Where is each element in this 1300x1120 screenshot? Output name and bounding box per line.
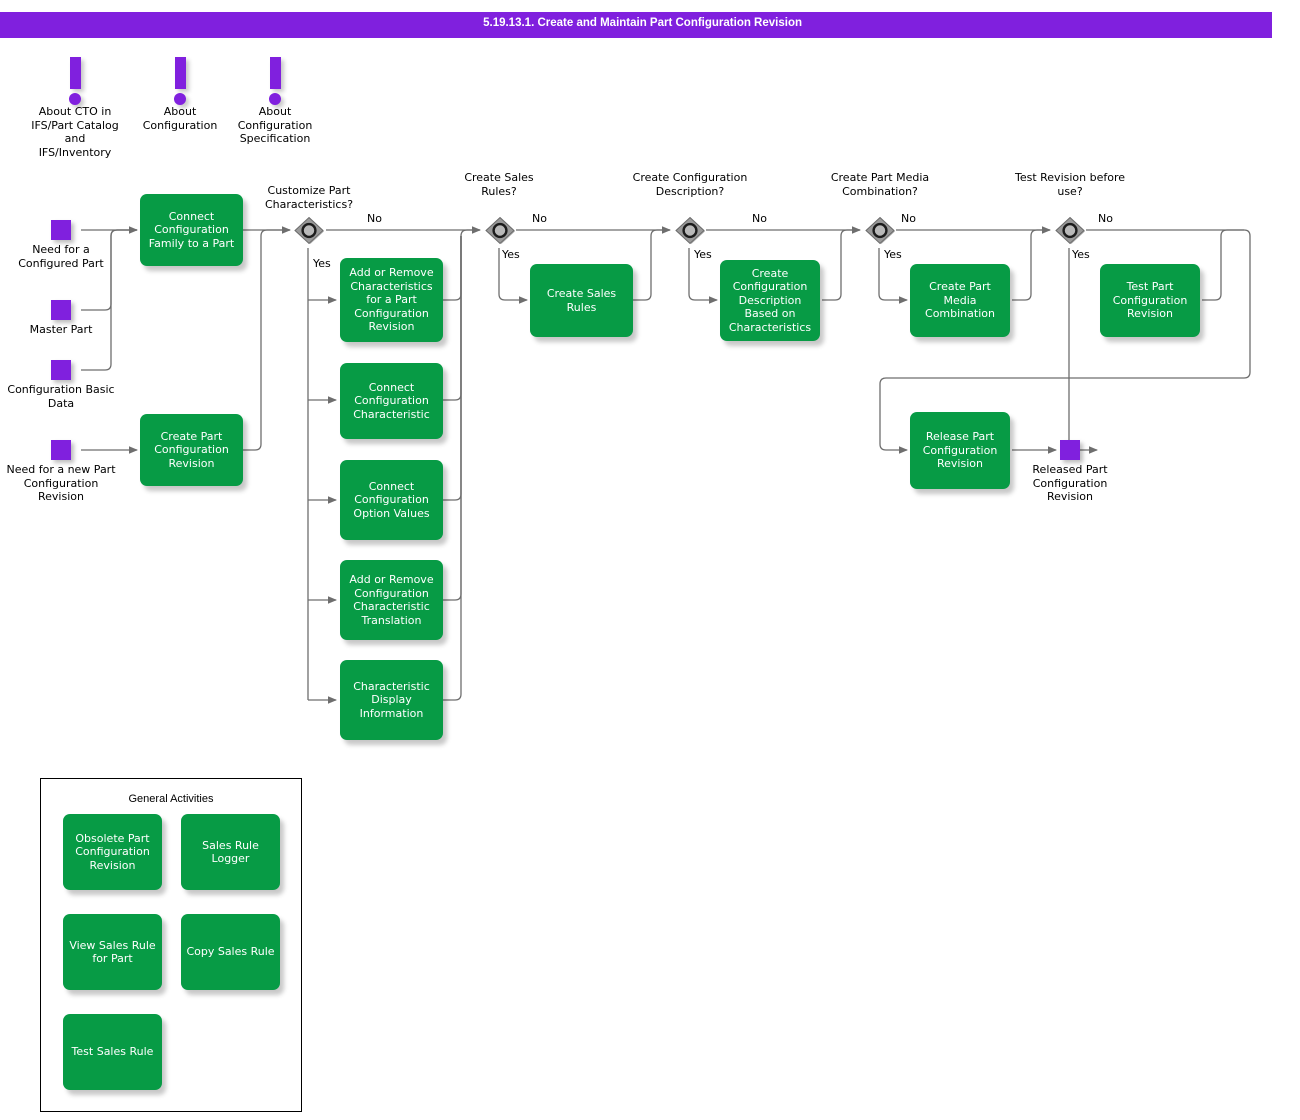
general-activity-copy-sales-rule[interactable]: Copy Sales Rule	[181, 914, 280, 990]
activity-label: Copy Sales Rule	[186, 945, 275, 959]
gateway-label-customize-part-characteristics: Customize Part Characteristics?	[264, 184, 354, 211]
start-event-configuration-basic-data[interactable]	[51, 360, 71, 380]
activity-add-or-remove-characteristics-for-a-part-configuration-revision[interactable]: Add or Remove Characteristics for a Part…	[340, 258, 443, 342]
start-event-label: Need for a new Part Configuration Revisi…	[6, 463, 116, 503]
gateway-edge-label-yes: Yes	[502, 248, 520, 261]
gateway-label-create-configuration-description: Create Configuration Description?	[632, 171, 748, 198]
activity-label: Connect Configuration Option Values	[353, 479, 430, 520]
gateway-edge-label-no: No	[532, 212, 547, 225]
activity-label: Release Part Configuration Revision	[922, 430, 998, 471]
general-activity-test-sales-rule[interactable]: Test Sales Rule	[63, 1014, 162, 1090]
gateway-create-sales-rules[interactable]	[483, 214, 517, 248]
gateway-test-revision-before-use[interactable]	[1053, 214, 1087, 248]
gateway-edge-label-yes: Yes	[313, 257, 331, 270]
page-title: 5.19.13.1. Create and Maintain Part Conf…	[483, 17, 802, 29]
activity-create-sales-rules[interactable]: Create Sales Rules	[530, 264, 633, 337]
activity-create-configuration-description-based-on-characteristics[interactable]: Create Configuration Description Based o…	[720, 260, 820, 341]
activity-add-or-remove-configuration-characteristic-translation[interactable]: Add or Remove Configuration Characterist…	[340, 560, 443, 640]
activity-label: Add or Remove Configuration Characterist…	[349, 573, 434, 627]
activity-label: Connect Configuration Characteristic	[353, 380, 430, 421]
gateway-label-create-part-media-combination: Create Part Media Combination?	[830, 171, 930, 198]
exclamation-icon	[30, 55, 120, 105]
general-activity-sales-rule-logger[interactable]: Sales Rule Logger	[181, 814, 280, 890]
activity-connect-configuration-option-values[interactable]: Connect Configuration Option Values	[340, 460, 443, 540]
activity-label: Create Part Configuration Revision	[154, 429, 229, 470]
gateway-edge-label-no: No	[1098, 212, 1113, 225]
gateway-diamond-icon	[485, 216, 515, 245]
activity-label: Obsolete Part Configuration Revision	[75, 831, 150, 872]
activity-label: Test Part Configuration Revision	[1112, 280, 1188, 321]
start-event-label: Configuration Basic Data	[7, 383, 115, 410]
activity-label: Test Sales Rule	[71, 1045, 154, 1059]
exclamation-dot-icon	[269, 93, 281, 105]
gateway-customize-part-characteristics[interactable]	[292, 214, 326, 248]
activity-release-part-configuration-revision[interactable]: Release Part Configuration Revision	[910, 412, 1010, 489]
exclamation-bar-icon	[270, 57, 281, 89]
activity-label: Sales Rule Logger	[202, 838, 259, 866]
title-bar: 5.19.13.1. Create and Maintain Part Conf…	[0, 12, 1272, 38]
activity-label: Create Configuration Description Based o…	[728, 266, 812, 334]
gateway-edge-label-no: No	[901, 212, 916, 225]
info-marker-label: About CTO in IFS/Part Catalog and IFS/In…	[31, 105, 119, 159]
activity-connect-configuration-family-to-a-part[interactable]: Connect Configuration Family to a Part	[140, 194, 243, 266]
start-event-master-part[interactable]	[51, 300, 71, 320]
info-marker-label: About Configuration Specification	[237, 105, 313, 145]
activity-label: Create Sales Rules	[546, 287, 617, 314]
gateway-create-part-media-combination[interactable]	[863, 214, 897, 248]
start-event-need-new-part-configuration-revision[interactable]	[51, 440, 71, 460]
gateway-diamond-icon	[294, 216, 324, 245]
general-activities-title: General Activities	[128, 793, 214, 805]
exclamation-dot-icon	[69, 93, 81, 105]
activity-characteristic-display-information[interactable]: Characteristic Display Information	[340, 660, 443, 740]
general-activity-obsolete-part-configuration-revision[interactable]: Obsolete Part Configuration Revision	[63, 814, 162, 890]
activity-label: Characteristic Display Information	[353, 679, 430, 720]
gateway-edge-label-yes: Yes	[1072, 248, 1090, 261]
activity-label: Create Part Media Combination	[925, 280, 995, 321]
activity-create-part-media-combination[interactable]: Create Part Media Combination	[910, 264, 1010, 337]
gateway-diamond-icon	[675, 216, 705, 245]
info-marker-about-configuration[interactable]: About Configuration	[135, 55, 225, 132]
start-event-label: Need for a Configured Part	[18, 243, 104, 270]
gateway-edge-label-no: No	[367, 212, 382, 225]
exclamation-icon	[230, 55, 320, 105]
end-event-released-part-configuration-revision[interactable]	[1060, 440, 1080, 460]
activity-create-part-configuration-revision[interactable]: Create Part Configuration Revision	[140, 414, 243, 486]
start-event-label: Master Part	[29, 323, 93, 336]
exclamation-icon	[135, 55, 225, 105]
gateway-label-test-revision-before-use: Test Revision before use?	[1014, 171, 1126, 198]
gateway-diamond-icon	[1055, 216, 1085, 245]
exclamation-bar-icon	[70, 57, 81, 89]
end-event-label: Released Part Configuration Revision	[1032, 463, 1108, 503]
info-marker-label: About Configuration	[142, 105, 218, 132]
activity-test-part-configuration-revision[interactable]: Test Part Configuration Revision	[1100, 264, 1200, 337]
info-marker-about-configuration-specification[interactable]: About Configuration Specification	[230, 55, 320, 146]
exclamation-dot-icon	[174, 93, 186, 105]
info-marker-about-cto[interactable]: About CTO in IFS/Part Catalog and IFS/In…	[30, 55, 120, 159]
general-activities-panel: General Activities Obsolete Part Configu…	[40, 778, 302, 1112]
exclamation-bar-icon	[175, 57, 186, 89]
gateway-edge-label-yes: Yes	[884, 248, 902, 261]
general-activity-view-sales-rule-for-part[interactable]: View Sales Rule for Part	[63, 914, 162, 990]
gateway-label-create-sales-rules: Create Sales Rules?	[464, 171, 534, 198]
gateway-create-configuration-description[interactable]	[673, 214, 707, 248]
activity-connect-configuration-characteristic[interactable]: Connect Configuration Characteristic	[340, 363, 443, 439]
gateway-edge-label-yes: Yes	[694, 248, 712, 261]
activity-label: View Sales Rule for Part	[69, 938, 156, 966]
gateway-edge-label-no: No	[752, 212, 767, 225]
activity-label: Add or Remove Characteristics for a Part…	[349, 266, 434, 334]
activity-label: Connect Configuration Family to a Part	[148, 209, 235, 250]
gateway-diamond-icon	[865, 216, 895, 245]
start-event-need-configured-part[interactable]	[51, 220, 71, 240]
